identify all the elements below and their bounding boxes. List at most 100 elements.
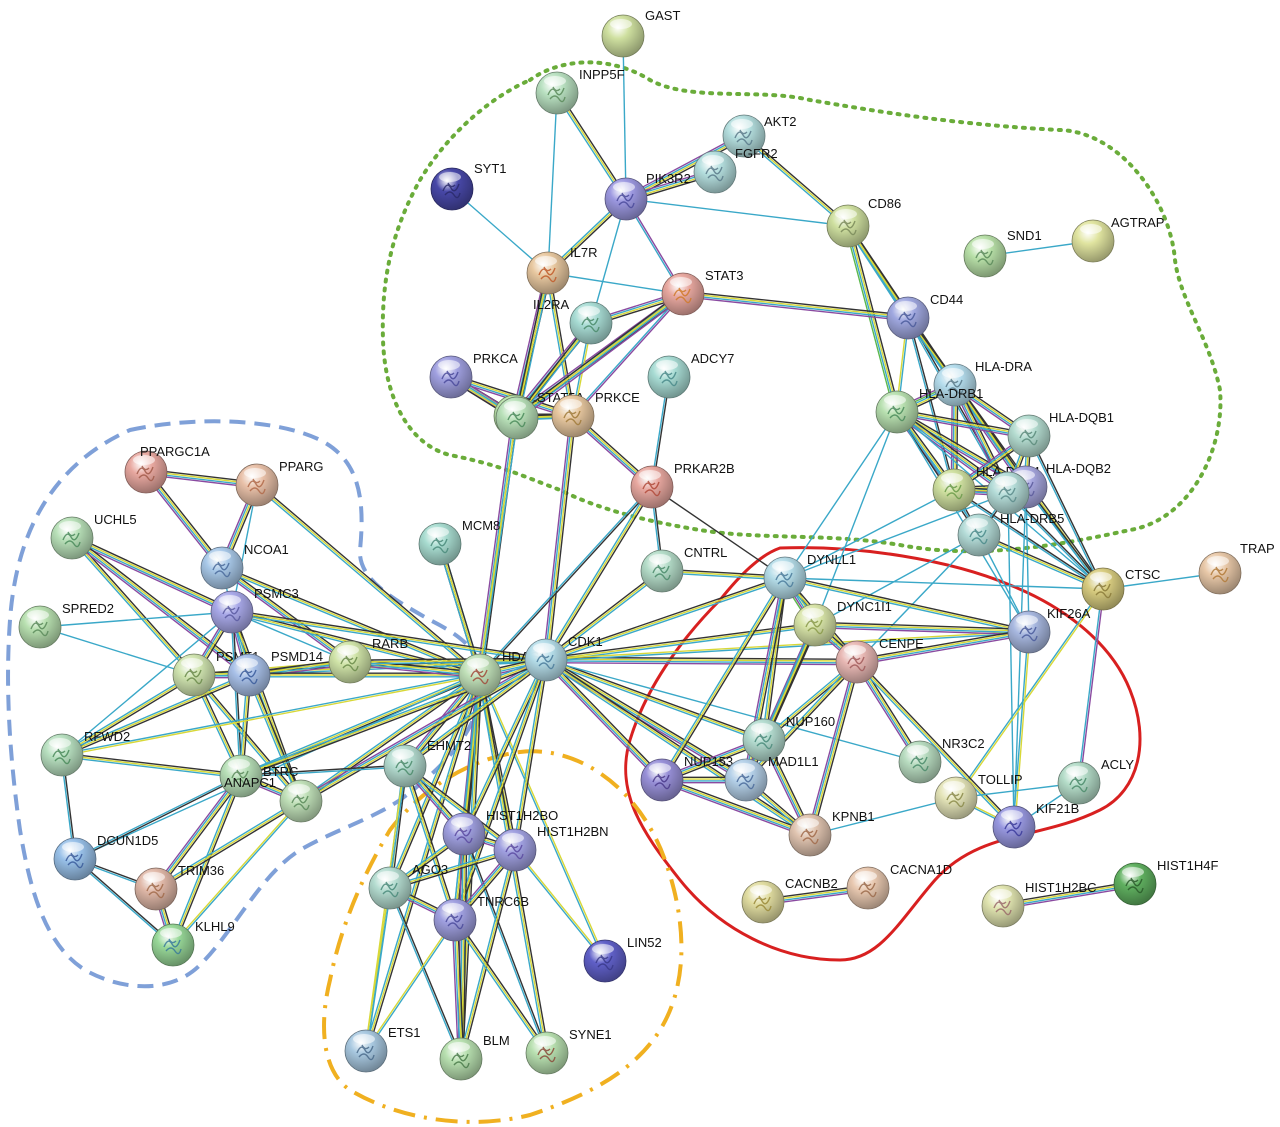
node-uchl5[interactable]: UCHL5 — [50, 512, 137, 560]
edge-strand-black — [223, 565, 353, 661]
edge-strand-black — [897, 408, 1030, 435]
edge-strand-blue — [1006, 493, 1103, 591]
node-syne1[interactable]: SYNE1 — [525, 1027, 612, 1075]
node-kpnb1[interactable]: KPNB1 — [788, 809, 875, 857]
node-rfwd2[interactable]: RFWD2 — [40, 729, 130, 777]
edge-strand-blue — [855, 662, 1014, 829]
node-akt2[interactable]: AKT2 — [722, 114, 797, 158]
node-hist1h2bo[interactable]: HIST1H2BO — [442, 808, 558, 856]
node-ets1[interactable]: ETS1 — [344, 1025, 421, 1073]
node-dynll1[interactable]: DYNLL1 — [763, 552, 856, 600]
node-cntrl[interactable]: CNTRL — [640, 545, 727, 593]
node-cd86[interactable]: CD86 — [826, 196, 901, 248]
node-kif26a[interactable]: KIF26A — [1007, 606, 1091, 654]
edge-strand-blue — [221, 568, 350, 664]
node-hist1h2bc[interactable]: HIST1H2BC — [981, 880, 1097, 928]
node-label: LIN52 — [627, 935, 662, 950]
node-cd44[interactable]: CD44 — [886, 292, 963, 340]
node-dcun1d5[interactable]: DCUN1D5 — [53, 833, 158, 881]
edge-HLA-DQB2-KIF26A — [1025, 486, 1030, 633]
node-n2[interactable] — [957, 513, 1001, 557]
node-label: CTSC — [1125, 567, 1160, 582]
node-anapc1[interactable]: ANAPC1 — [224, 775, 323, 823]
node-syt1[interactable]: SYT1 — [430, 161, 507, 211]
edge-strand-black — [744, 134, 850, 226]
node-cenpe[interactable]: CENPE — [835, 636, 924, 684]
node-ppargc1a[interactable]: PPARGC1A — [124, 444, 210, 494]
node-tollip[interactable]: TOLLIP — [934, 772, 1023, 820]
node-trap[interactable]: TRAP — [1198, 541, 1275, 595]
node-label: TOLLIP — [978, 772, 1023, 787]
protein-structure-icon — [1210, 566, 1229, 583]
node-cacna1d[interactable]: CACNA1D — [846, 862, 952, 910]
node-nup153[interactable]: NUP153 — [640, 754, 733, 802]
protein-structure-icon — [736, 773, 755, 790]
edge-strand-purple — [70, 539, 232, 616]
node-dync1i1[interactable]: DYNC1I1 — [793, 599, 892, 647]
node-acly[interactable]: ACLY — [1057, 757, 1134, 805]
edge-strand-yellow — [662, 778, 811, 835]
edge-DYNLL1-NUP153 — [659, 576, 788, 782]
node-spred2[interactable]: SPRED2 — [18, 601, 114, 649]
node-snd1[interactable]: SND1 — [963, 228, 1042, 278]
edge-strand-yellow — [349, 659, 547, 663]
node-btrc[interactable]: BTRC — [219, 754, 298, 798]
node-psmd14[interactable]: PSMD14 — [227, 649, 323, 697]
node-blm[interactable]: BLM — [439, 1033, 510, 1081]
node-mcm8[interactable]: MCM8 — [418, 518, 500, 566]
node-hla-dqb1[interactable]: HLA-DQB1 — [1007, 410, 1114, 458]
edge-strand-purple — [573, 294, 685, 418]
node-inpp5f[interactable]: INPP5F — [535, 67, 625, 115]
node-n1[interactable] — [495, 396, 539, 440]
node-ehmt2[interactable]: EHMT2 — [383, 738, 471, 788]
edge-AGO3-BLM — [388, 887, 463, 1060]
node-rarb[interactable]: RARB — [328, 636, 408, 684]
node-agtrap[interactable]: AGTRAP — [1071, 215, 1164, 263]
node-nr3c2[interactable]: NR3C2 — [898, 736, 985, 784]
edge-N1-IL7R — [514, 272, 551, 419]
node-il2ra[interactable]: IL2RA — [533, 297, 613, 345]
node-adcy7[interactable]: ADCY7 — [647, 351, 734, 399]
node-ago3[interactable]: AGO3 — [368, 862, 448, 910]
node-mad1l1[interactable]: MAD1L1 — [724, 754, 819, 802]
edge-strand-black — [979, 532, 1104, 588]
sphere-highlight — [133, 455, 155, 465]
node-lin52[interactable]: LIN52 — [583, 935, 662, 983]
sphere-highlight — [502, 833, 524, 843]
node-fgfr2[interactable]: FGFR2 — [693, 146, 778, 194]
node-hist1h2bn[interactable]: HIST1H2BN — [493, 824, 609, 872]
node-il7r[interactable]: IL7R — [526, 245, 597, 295]
node-prkca[interactable]: PRKCA — [429, 351, 518, 399]
edge-strand-black — [390, 887, 463, 1059]
node-hla-drb1[interactable]: HLA-DRB1 — [875, 386, 983, 434]
protein-structure-icon — [800, 828, 819, 845]
sphere-highlight — [1066, 766, 1088, 776]
node-hla-dra[interactable]: HLA-DRA — [933, 359, 1032, 407]
node-tnrc6b[interactable]: TNRC6B — [433, 894, 529, 942]
node-label: STAT3 — [705, 268, 744, 283]
node-pparg[interactable]: PPARG — [235, 459, 324, 507]
protein-structure-icon — [898, 311, 917, 328]
node-pik3r2[interactable]: PIK3R2 — [604, 171, 691, 221]
node-hla-drb5[interactable]: HLA-DRB5 — [986, 471, 1064, 526]
node-klhl9[interactable]: KLHL9 — [151, 919, 235, 967]
protein-structure-icon — [642, 480, 661, 497]
node-prkar2b[interactable]: PRKAR2B — [630, 461, 735, 509]
edge-strand-yellow — [71, 537, 195, 676]
edge-strand-blue — [349, 662, 480, 677]
node-stat3[interactable]: STAT3 — [661, 268, 744, 316]
node-gast[interactable]: GAST — [601, 8, 680, 58]
node-psmc3[interactable]: PSMC3 — [210, 586, 299, 634]
node-nup160[interactable]: NUP160 — [742, 714, 835, 762]
node-cacnb2[interactable]: CACNB2 — [741, 876, 838, 924]
node-hist1h4f[interactable]: HIST1H4F — [1113, 858, 1218, 906]
node-kif21b[interactable]: KIF21B — [992, 801, 1079, 849]
edge-strand-black — [545, 575, 785, 659]
node-trim36[interactable]: TRIM36 — [134, 863, 224, 911]
node-ctsc[interactable]: CTSC — [1081, 567, 1160, 611]
edge-strand-black — [1029, 435, 1105, 589]
node-prkce[interactable]: PRKCE — [551, 390, 640, 438]
node-cdk1[interactable]: CDK1 — [524, 634, 603, 682]
node-ncoa1[interactable]: NCOA1 — [200, 542, 289, 590]
edge-PPARG-PSMC3 — [231, 484, 258, 613]
